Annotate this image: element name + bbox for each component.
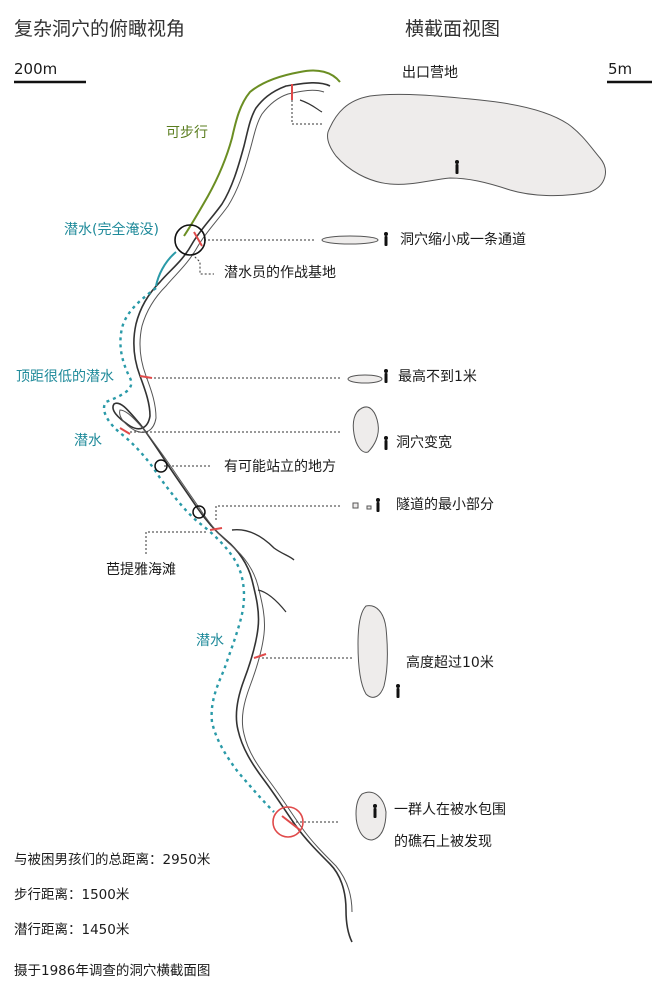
section-smallest-b <box>366 505 372 510</box>
side-branch-2 <box>257 589 287 613</box>
left-title: 复杂洞穴的俯瞰视角 <box>14 18 186 40</box>
dive-label-2: 潜水 <box>74 433 102 449</box>
person-icon <box>396 684 400 698</box>
narrow-passage-label: 洞穴缩小成一条通道 <box>400 232 526 248</box>
leader-smallest <box>215 505 340 520</box>
diver-base-label: 潜水员的作战基地 <box>224 265 336 281</box>
person-icon <box>376 498 380 512</box>
smallest-tunnel-label: 隧道的最小部分 <box>396 497 494 513</box>
section-widens <box>352 406 379 453</box>
person-icon <box>384 369 388 383</box>
total-distance-text: 与被困男孩们的总距离：2950米 <box>14 852 211 868</box>
section-exit-camp <box>327 93 606 197</box>
right-scale-label: 5m <box>608 60 633 78</box>
dive-route-dotted <box>102 287 275 813</box>
low-ceiling-dive-label: 顶距很低的潜水 <box>16 369 114 385</box>
dive-distance-text: 潜行距离：1450米 <box>14 922 130 938</box>
marker-height <box>253 653 267 659</box>
dive-route-upper <box>155 251 177 287</box>
exit-camp-label: 出口营地 <box>402 65 458 81</box>
section-smallest-a <box>352 502 359 509</box>
group-found-label-1: 一群人在被水包围 <box>394 802 506 818</box>
leader-base <box>191 253 214 275</box>
marker-low-ceiling <box>139 375 153 379</box>
right-title: 横截面视图 <box>405 18 501 40</box>
standable-circle-2 <box>192 505 206 519</box>
person-icon <box>384 436 388 450</box>
leader-beach <box>145 531 206 556</box>
side-branch-3 <box>299 99 323 113</box>
diver-base-circle <box>174 224 206 256</box>
dive-full-label: 潜水(完全淹没) <box>64 222 159 238</box>
left-scale-label: 200m <box>14 60 58 78</box>
group-found-circle <box>272 806 304 838</box>
group-found-label-2: 的礁石上被发现 <box>394 834 492 850</box>
marker-widens <box>119 427 131 435</box>
walk-distance-text: 步行距离：1500米 <box>14 887 130 903</box>
marker-smallest <box>209 527 223 531</box>
marker-narrow <box>193 231 203 247</box>
person-icon <box>384 232 388 246</box>
walk-route-line <box>183 69 341 237</box>
footer-caption: 摄于1986年调查的洞穴横截面图 <box>14 963 211 979</box>
cave-channel-inner <box>119 89 353 913</box>
leader-exit-camp <box>291 88 322 125</box>
dive-label-3: 潜水 <box>196 633 224 649</box>
person-icon <box>455 160 459 174</box>
section-group <box>355 791 387 841</box>
cave-channel-outer <box>112 82 353 943</box>
section-height <box>357 605 388 698</box>
standable-circle-1 <box>154 459 168 473</box>
marker-group <box>281 815 301 831</box>
max-height-label: 最高不到1米 <box>398 369 477 385</box>
pattaya-beach-label: 芭提雅海滩 <box>106 562 176 578</box>
cave-widens-label: 洞穴变宽 <box>396 435 452 451</box>
height-over-10m-label: 高度超过10米 <box>406 655 494 671</box>
side-branch-1 <box>231 529 295 561</box>
standable-label: 有可能站立的地方 <box>224 459 336 475</box>
section-low-ceiling <box>347 374 383 384</box>
walkable-label: 可步行 <box>166 125 208 141</box>
section-narrow <box>321 235 379 245</box>
person-icon <box>373 804 377 818</box>
